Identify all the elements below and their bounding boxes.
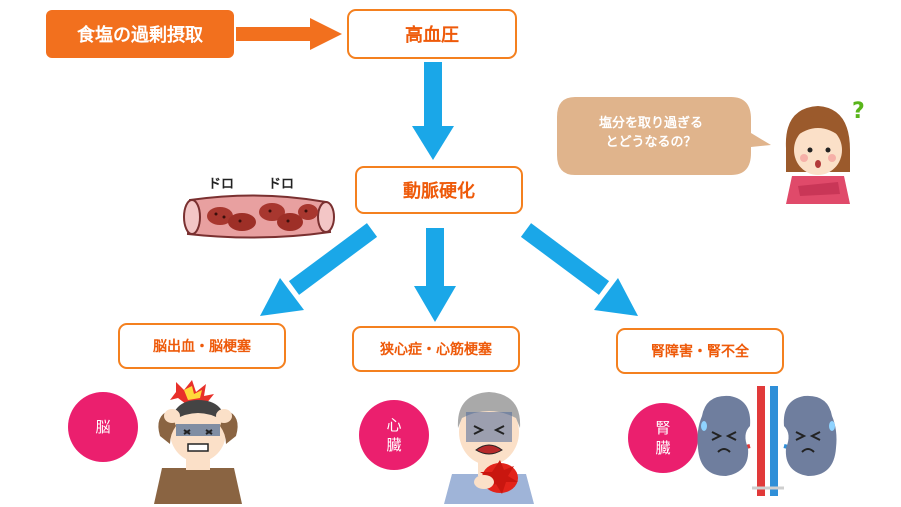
cause-label: 食塩の過剰摂取 [77,25,203,46]
arteriosclerosis-box: 動脈硬化 [355,166,523,214]
heart-badge-line-1: 心 [386,415,402,434]
brain-badge: 脳 [68,392,138,462]
speech-bubble-text: 塩分を取り過ぎる とどうなるの？ [575,115,727,153]
speech-bubble-icon [557,97,771,175]
chest-pain-man-icon [444,392,534,504]
hypertension-label: 高血圧 [405,25,459,46]
clogged-artery-icon [183,194,335,239]
artery-sfx-2: ドロ [268,177,295,192]
kidney-disease-label: 腎障害・腎不全 [651,344,749,360]
headache-man-icon [154,380,242,504]
arteriosclerosis-label: 動脈硬化 [403,181,475,202]
blue-arrow-right-icon [520,223,638,316]
blue-arrow-down-icon [412,62,454,160]
heart-badge: 心 臓 [359,400,429,470]
kidney-badge-line-2: 臓 [655,439,671,457]
brain-badge-label: 脳 [95,417,111,436]
blue-arrow-left-icon [260,223,378,316]
brain-disease-label: 脳出血・脳梗塞 [153,339,251,355]
svg-text:?: ? [852,99,865,124]
kidney-disease-box: 腎障害・腎不全 [616,328,784,374]
blue-arrow-center-icon [414,228,456,322]
orange-arrow-icon [236,18,342,50]
speech-line-1: 塩分を取り過ぎる [598,116,703,131]
cause-box: 食塩の過剰摂取 [46,10,234,58]
kidney-badge-line-1: 腎 [655,418,671,437]
kidneys-icon [697,386,837,496]
speech-line-2: とどうなるの？ [605,134,697,150]
heart-disease-box: 狭心症・心筋梗塞 [352,326,520,372]
kidney-badge: 腎 臓 [628,403,698,473]
heart-disease-label: 狭心症・心筋梗塞 [380,342,492,358]
wondering-girl-icon: ? [785,99,865,204]
hypertension-box: 高血圧 [347,9,517,59]
artery-sfx-1: ドロ [208,177,235,192]
brain-disease-box: 脳出血・脳梗塞 [118,323,286,369]
heart-badge-line-2: 臓 [386,436,402,454]
